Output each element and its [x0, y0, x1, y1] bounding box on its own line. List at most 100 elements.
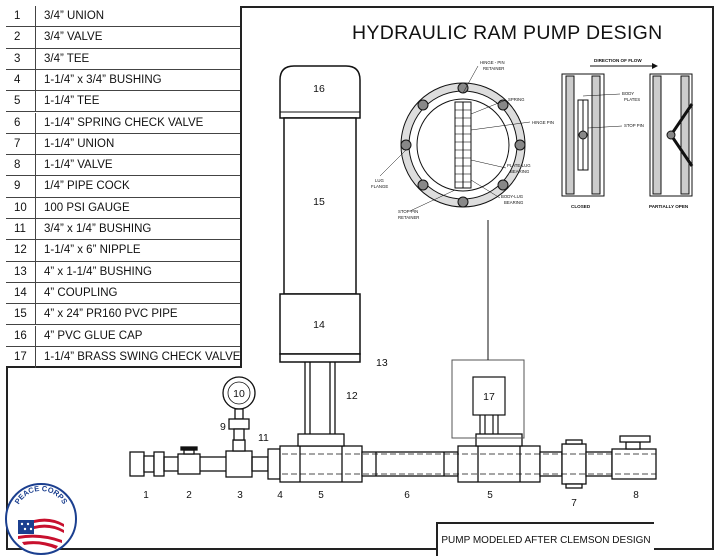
- diagram-title: HYDRAULIC RAM PUMP DESIGN: [352, 22, 663, 44]
- part-number: 16: [6, 325, 36, 346]
- bottom-label: 2: [186, 490, 192, 501]
- part-number: 11: [6, 219, 36, 240]
- pressure-gauge-assembly: [222, 376, 256, 441]
- part-description: 1/4” PIPE COCK: [44, 180, 130, 193]
- label-gauge: 10: [233, 388, 245, 400]
- part-row: 6 1-1/4” SPRING CHECK VALVE: [6, 112, 240, 134]
- bottom-label: 7: [571, 498, 577, 509]
- part-description: 3/4” TEE: [44, 52, 90, 65]
- part-row: 1 3/4” UNION: [6, 6, 240, 28]
- part-row: 17 1-1/4” BRASS SWING CHECK VALVE: [6, 346, 241, 369]
- part-row: 12 1-1/4” x 6” NIPPLE: [6, 240, 240, 262]
- bottom-label: 4: [277, 490, 283, 501]
- valve-closed-view: [561, 73, 623, 197]
- part-description: 1-1/4” UNION: [44, 137, 115, 150]
- callout-spring: SPRING: [508, 97, 525, 102]
- pvc-pipe: [283, 117, 357, 295]
- flow-direction-label: DIRECTION OF FLOW: [594, 58, 642, 63]
- part-number: 17: [6, 346, 36, 369]
- part-row: 11 3/4” x 1/4” BUSHING: [6, 219, 240, 241]
- part-description: 3/4” x 1/4” BUSHING: [44, 223, 152, 235]
- part-description: 1-1/4” SPRING CHECK VALVE: [44, 116, 204, 129]
- flow-callouts: BODY PLATES STOP PIN CLOSED PARTIALLY OP…: [571, 91, 689, 209]
- label-bushing11: 11: [258, 432, 269, 444]
- part-row: 3 3/4” TEE: [6, 48, 240, 70]
- part-number: 7: [6, 133, 36, 155]
- part-number: 14: [6, 282, 36, 304]
- footer-box: PUMP MODELED AFTER CLEMSON DESIGN: [436, 522, 654, 556]
- peace-corps-logo: PEACE CORPS: [5, 483, 77, 555]
- part-number: 8: [6, 155, 36, 176]
- part-description: 4” PVC GLUE CAP: [44, 329, 143, 342]
- part-number: 12: [6, 240, 36, 261]
- pipe-interior-lines: [282, 453, 656, 475]
- part-row: 10 100 PSI GAUGE: [6, 197, 240, 219]
- bottom-label: 6: [404, 490, 410, 501]
- part-row: 2 3/4” VALVE: [6, 27, 240, 49]
- label-check-valve: 17: [483, 391, 495, 403]
- valve-front-detail: [379, 65, 531, 212]
- part-description: 3/4” VALVE: [44, 31, 103, 44]
- part-number: 4: [6, 69, 36, 91]
- label-pipe: 15: [313, 196, 325, 208]
- part-description: 4” COUPLING: [44, 286, 118, 299]
- part-description: 1-1/4” x 3/4” BUSHING: [44, 73, 162, 86]
- part-number: 1: [6, 6, 36, 27]
- label-cock: 9: [220, 421, 226, 433]
- part-description: 100 PSI GAUGE: [44, 201, 130, 214]
- drive-pipe-assembly: [129, 433, 657, 489]
- coupling: [279, 293, 361, 355]
- bottom-label: 5: [487, 490, 493, 501]
- parts-list-table: 1 3/4” UNION 2 3/4” VALVE 3 3/4” TEE 4 1-1/4” x…: [6, 6, 242, 369]
- part-description: 1-1/4” TEE: [44, 95, 100, 108]
- callout-hinge-pin: HINGE PIN: [532, 120, 554, 125]
- part-row: 5 1-1/4” TEE: [6, 91, 240, 113]
- callout-stop-pin: STOP PIN: [624, 123, 644, 128]
- part-description: 4” x 1-1/4” BUSHING: [44, 265, 152, 278]
- part-row: 7 1-1/4” UNION: [6, 133, 240, 156]
- bottom-label: 3: [237, 490, 243, 501]
- part-number: 10: [6, 197, 36, 218]
- part-description: 3/4” UNION: [44, 10, 105, 22]
- label-coupling: 14: [313, 319, 325, 331]
- nipple-pair: [304, 362, 336, 434]
- part-row: 8 1-1/4” VALVE: [6, 155, 240, 177]
- air-chamber: [279, 65, 361, 363]
- part-row: 9 1/4” PIPE COCK: [6, 176, 240, 198]
- part-row: 14 4” COUPLING: [6, 282, 240, 305]
- part-description: 1-1/4” VALVE: [44, 159, 113, 172]
- part-row: 15 4” x 24” PR160 PVC PIPE: [6, 304, 240, 326]
- part-row: 16 4” PVC GLUE CAP: [6, 325, 240, 347]
- bottom-part-labels: 1 2 3 4 5 6 5 7 8: [143, 490, 639, 509]
- part-description: 1-1/4” BRASS SWING CHECK VALVE: [44, 350, 241, 363]
- valve-partially-open-view: [649, 73, 694, 197]
- brass-swing-check-valve: [451, 220, 525, 439]
- bottom-label: 5: [318, 490, 324, 501]
- callout-body: BODY: [622, 91, 634, 96]
- part-description: 1-1/4” x 6” NIPPLE: [44, 244, 141, 257]
- label-bushing13: 13: [376, 357, 388, 369]
- caption-partially-open: PARTIALLY OPEN: [649, 204, 689, 209]
- part-number: 5: [6, 91, 36, 112]
- part-description: 4” x 24” PR160 PVC PIPE: [44, 308, 178, 321]
- part-number: 2: [6, 27, 36, 48]
- label-cap: 16: [313, 83, 325, 95]
- part-number: 6: [6, 112, 36, 133]
- caption-closed: CLOSED: [571, 204, 591, 209]
- part-number: 9: [6, 176, 36, 197]
- part-number: 15: [6, 304, 36, 325]
- part-row: 13 4” x 1-1/4” BUSHING: [6, 261, 240, 283]
- part-number: 13: [6, 261, 36, 282]
- footer-caption: PUMP MODELED AFTER CLEMSON DESIGN: [441, 535, 651, 546]
- label-nipple: 12: [346, 390, 358, 402]
- part-row: 4 1-1/4” x 3/4” BUSHING: [6, 69, 240, 92]
- bottom-label: 8: [633, 490, 639, 501]
- flow-direction-diagram: DIRECTION OF FLOW: [590, 58, 658, 69]
- part-number: 3: [6, 48, 36, 69]
